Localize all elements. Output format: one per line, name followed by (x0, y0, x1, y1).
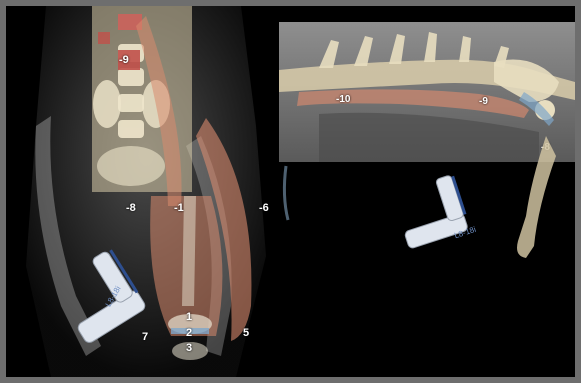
label-1-left: 1 (186, 311, 192, 323)
left-anatomy-view: L8-18i -9 -8 -1 -6 1 2 3 5 7 (6, 6, 286, 377)
label-minus-9-right: -9 (479, 96, 488, 107)
label-3-left: 3 (186, 342, 192, 354)
left-anatomy-illustration (6, 6, 286, 377)
label-minus-10-right: -10 (336, 94, 350, 105)
label-minus-9-left: -9 (119, 54, 129, 66)
image-frame: L8-18i -9 -8 -1 -6 1 2 3 5 7 (6, 6, 575, 377)
label-7-left: 7 (142, 331, 148, 343)
right-lateral-illustration (279, 22, 575, 162)
right-probe-text: L8-18i (453, 225, 477, 240)
label-minus-8-right: -8 (541, 142, 550, 153)
label-minus-6-left: -6 (259, 202, 269, 214)
right-lateral-view: -10 -9 -8 (279, 22, 575, 162)
label-minus-8-left: -8 (126, 202, 136, 214)
label-2-left: 2 (186, 327, 192, 339)
label-5-left: 5 (243, 327, 249, 339)
label-minus-1-left: -1 (174, 202, 184, 214)
